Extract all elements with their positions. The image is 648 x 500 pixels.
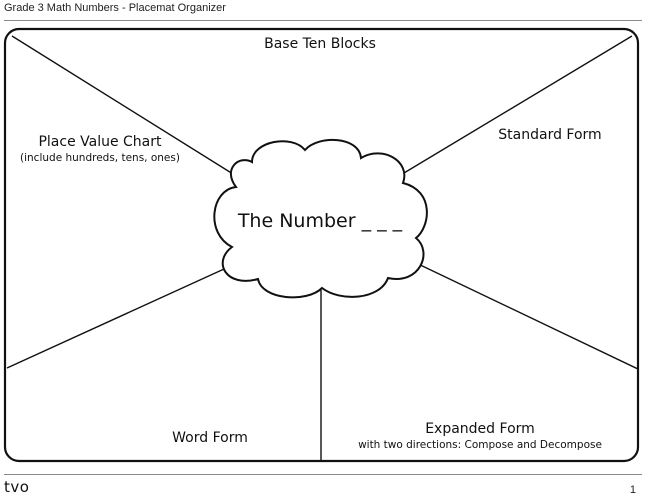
page-number: 1 [629,484,636,496]
base-ten-blocks-section: Base Ten Blocks [220,36,420,52]
standard-form-label: Standard Form [498,127,602,143]
divider-top-left [11,35,234,175]
header-divider [4,20,642,21]
word-form-label: Word Form [172,430,248,446]
place-value-chart-hint: (include hundreds, tens, ones) [20,152,180,164]
divider-bottom-right [413,261,639,370]
base-ten-blocks-label: Base Ten Blocks [264,36,376,52]
number-cloud [213,139,428,299]
expanded-form-label: Expanded Form [425,421,535,437]
expanded-form-hint: with two directions: Compose and Decompo… [358,439,602,451]
word-form-section: Word Form [150,430,270,446]
the-number-label: The Number _ _ _ [237,210,403,232]
tvo-logo: tvo [4,478,30,496]
document-title: Grade 3 Math Numbers - Placemat Organize… [4,2,226,14]
standard-form-section: Standard Form [480,127,620,143]
divider-bottom-left [6,263,236,369]
expanded-form-section: Expanded Form with two directions: Compo… [339,421,621,451]
footer-divider [4,474,642,475]
divider-top-right [403,35,633,174]
place-value-chart-section: Place Value Chart (include hundreds, ten… [10,134,190,164]
place-value-chart-label: Place Value Chart [38,134,162,150]
